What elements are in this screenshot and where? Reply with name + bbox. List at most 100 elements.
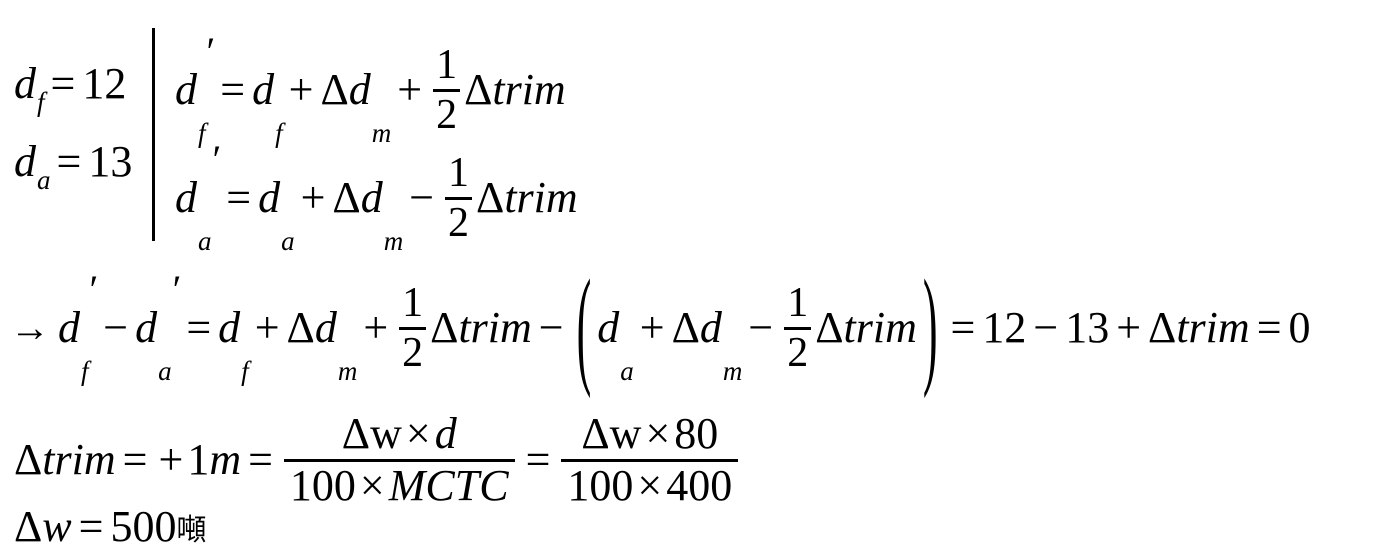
fraction-bar	[561, 458, 739, 462]
unit-meter: m	[209, 435, 242, 485]
unit-ton-cjk: 噸	[176, 513, 207, 548]
delta-symbol: Δ	[815, 303, 844, 353]
variable-d: d	[252, 65, 275, 115]
prime-mark: ′	[89, 267, 99, 312]
variable-w: w	[42, 502, 72, 551]
fraction-bar	[784, 326, 812, 330]
subscript-f: f	[198, 117, 206, 148]
value-hundred: 100	[567, 460, 634, 510]
equals-sign: =	[78, 502, 104, 551]
equals-sign: =	[248, 435, 273, 485]
variable-d: d	[175, 65, 197, 115]
fraction-numerator: Δw × 80	[575, 409, 724, 458]
term-trim: trim	[42, 435, 116, 485]
fraction-trim-numeric: Δw × 80 100 × 400	[561, 409, 739, 510]
fraction-one-half: 1 2	[399, 282, 427, 376]
minus-sign: −	[409, 173, 435, 223]
plus-sign: +	[397, 65, 423, 115]
variable-d: d	[218, 303, 241, 353]
equals-sign: =	[186, 303, 212, 353]
equals-sign: =	[56, 137, 82, 186]
value-hundred: 100	[289, 460, 356, 510]
fraction-denominator: 2	[399, 329, 426, 376]
delta-symbol: Δ	[14, 502, 43, 551]
subscript-a: a	[198, 225, 212, 256]
term-trim: trim	[504, 173, 578, 223]
fraction-denominator: 2	[433, 91, 460, 138]
subscript-m: m	[722, 355, 743, 386]
term-trim: trim	[843, 303, 917, 353]
numerator-value: 1	[787, 280, 809, 326]
fraction-denominator: 2	[784, 331, 811, 375]
fraction-denominator: 100 × MCTC	[284, 460, 515, 510]
term-mctc: MCTC	[388, 460, 509, 510]
value-zero: 0	[1288, 303, 1311, 353]
fraction-numerator: Δw × d	[336, 409, 463, 458]
value-four-hundred: 400	[666, 460, 733, 510]
minus-sign: −	[103, 303, 129, 353]
trim-value: 1	[187, 435, 210, 485]
prime-mark: ′	[212, 137, 222, 182]
delta-symbol: Δ	[476, 173, 505, 223]
subscript-a: a	[620, 355, 634, 386]
delta-symbol: Δ	[464, 65, 493, 115]
fraction-bar	[433, 88, 461, 92]
fraction-denominator: 100 × 400	[561, 460, 738, 510]
times-sign: ×	[405, 409, 431, 458]
numerator-value: 1	[448, 150, 470, 196]
subscript-f: f	[241, 355, 249, 386]
variable-d: d	[135, 303, 158, 353]
denominator-value: 2	[402, 329, 424, 376]
minus-sign: −	[748, 303, 774, 353]
term-trim: trim	[492, 65, 566, 115]
variable-d: d	[314, 303, 337, 353]
equals-sign: =	[220, 65, 246, 115]
subscript-f: f	[37, 87, 45, 117]
times-sign: ×	[645, 409, 671, 458]
plus-sign: +	[363, 303, 389, 353]
plus-sign: +	[288, 65, 314, 115]
paren-close: )	[922, 253, 938, 401]
value-twelve: 12	[982, 303, 1027, 353]
variable-d: d	[258, 173, 281, 223]
delta-symbol: Δ	[671, 303, 700, 353]
subscript-a: a	[281, 225, 295, 256]
term-trim: trim	[1176, 303, 1250, 353]
subscript-m: m	[383, 225, 404, 256]
given-da-value: 13	[88, 137, 133, 186]
denominator-value: 2	[448, 199, 470, 246]
fraction-one-half: 1 2	[784, 282, 812, 375]
subscript-m: m	[337, 355, 358, 386]
delta-symbol: Δ	[1148, 303, 1177, 353]
prime-mark: ′	[172, 267, 182, 312]
delta-w-symbol: Δw	[581, 409, 642, 458]
times-sign: ×	[637, 460, 663, 510]
subscript-f: f	[81, 355, 89, 386]
fraction-numerator: 1	[445, 152, 472, 195]
denominator-value: 2	[436, 91, 458, 138]
plus-sign: +	[158, 435, 184, 485]
variable-d: d	[175, 173, 197, 223]
delta-w-value: 500	[110, 502, 177, 551]
fraction-trim-general: Δw × d 100 × MCTC	[283, 409, 515, 510]
fraction-bar	[399, 326, 427, 330]
fraction-one-half: 1 2	[433, 44, 461, 138]
implies-arrow-icon: →	[10, 305, 50, 351]
fraction-numerator: 1	[784, 282, 811, 325]
equals-sign: =	[50, 59, 76, 108]
subscript-a: a	[37, 165, 51, 195]
equals-sign: =	[525, 435, 551, 485]
variable-d: d	[360, 173, 383, 223]
variable-d: d	[597, 303, 620, 353]
vertical-divider	[152, 28, 155, 241]
delta-symbol: Δ	[320, 65, 349, 115]
equals-sign: =	[226, 173, 252, 223]
times-sign: ×	[359, 460, 385, 510]
equals-sign: =	[950, 303, 976, 353]
value-eighty: 80	[674, 409, 719, 458]
